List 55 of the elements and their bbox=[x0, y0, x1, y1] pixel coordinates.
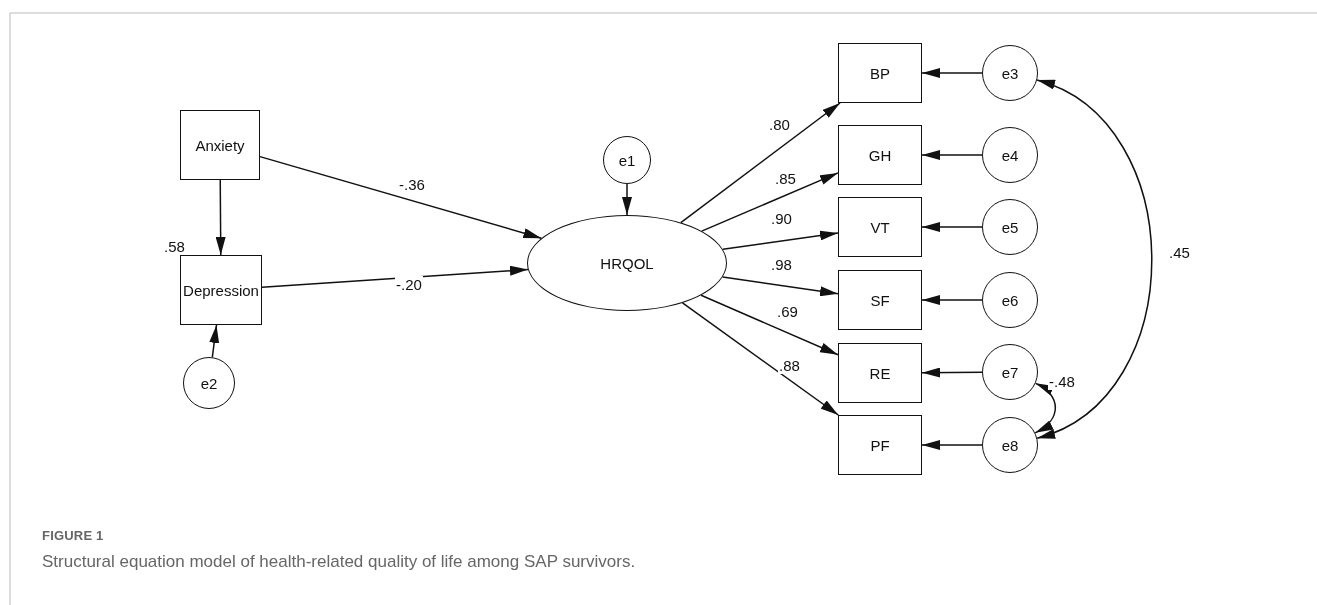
curved-double-arrow bbox=[1034, 382, 1057, 434]
arrow bbox=[259, 155, 543, 239]
node-label: Depression bbox=[183, 281, 259, 299]
error-circle bbox=[982, 127, 1038, 183]
node-label: e1 bbox=[618, 151, 636, 169]
variable-box bbox=[838, 343, 922, 403]
variable-box bbox=[180, 110, 260, 180]
figure-caption: Structural equation model of health-related quality of life among SAP survivors. bbox=[42, 552, 636, 572]
error-circle bbox=[982, 199, 1038, 255]
node-label: e6 bbox=[1001, 291, 1019, 309]
arrow bbox=[700, 172, 839, 232]
variable-box bbox=[838, 125, 922, 185]
node-label: e4 bbox=[1001, 146, 1019, 164]
node-label: RE bbox=[869, 364, 891, 382]
arrow bbox=[921, 440, 983, 450]
arrow bbox=[921, 222, 983, 232]
error-circle bbox=[982, 417, 1038, 473]
arrow bbox=[215, 179, 226, 256]
arrow bbox=[921, 150, 983, 160]
node-label: e3 bbox=[1001, 64, 1019, 82]
arrow bbox=[721, 276, 839, 297]
arrow bbox=[722, 230, 839, 251]
arrow bbox=[921, 367, 983, 378]
node-label: SF bbox=[870, 291, 890, 309]
node-label: e2 bbox=[200, 374, 218, 392]
variable-box bbox=[838, 197, 922, 257]
node-label: e7 bbox=[1001, 363, 1019, 381]
arrow bbox=[921, 295, 983, 305]
node-label: e5 bbox=[1001, 218, 1019, 236]
figure-label: FIGURE 1 bbox=[42, 528, 104, 543]
node-label: e8 bbox=[1001, 436, 1019, 454]
variable-box bbox=[838, 43, 922, 103]
arrow bbox=[622, 183, 632, 216]
arrow bbox=[209, 324, 220, 358]
arrow bbox=[680, 102, 841, 224]
node-label: HRQOL bbox=[600, 254, 654, 272]
error-circle bbox=[982, 45, 1038, 101]
error-circle bbox=[982, 272, 1038, 328]
node-label: BP bbox=[870, 64, 890, 82]
arrow bbox=[700, 294, 839, 356]
error-circle bbox=[603, 136, 651, 184]
error-circle bbox=[183, 357, 235, 409]
variable-box bbox=[838, 415, 922, 475]
node-label: Anxiety bbox=[195, 136, 245, 154]
arrow bbox=[921, 68, 983, 78]
arrow bbox=[261, 265, 529, 288]
variable-box bbox=[180, 255, 262, 325]
arrow bbox=[681, 302, 840, 416]
error-circle bbox=[982, 344, 1038, 400]
node-label: PF bbox=[870, 436, 890, 454]
curved-double-arrow bbox=[1036, 79, 1153, 439]
variable-box bbox=[838, 270, 922, 330]
node-label: VT bbox=[870, 218, 890, 236]
node-label: GH bbox=[868, 146, 892, 164]
edge-label: -.20 bbox=[395, 276, 423, 293]
